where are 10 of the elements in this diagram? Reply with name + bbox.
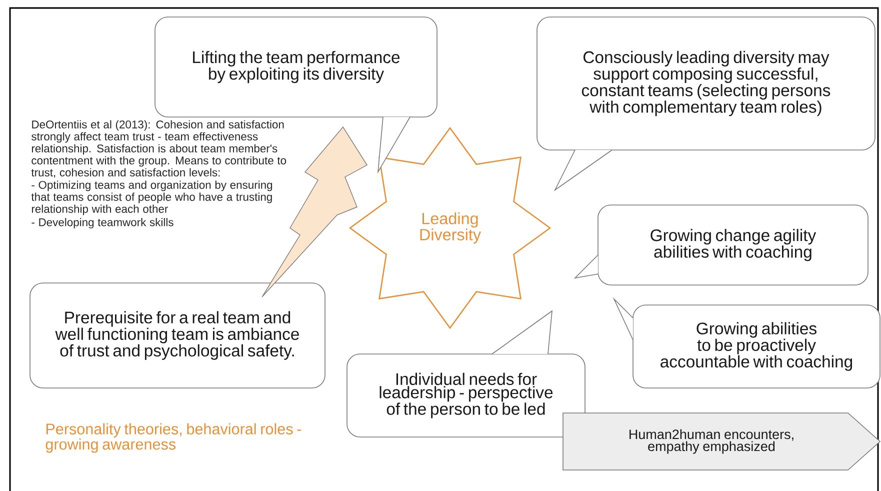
arrow-banner: Human2human encounters, empathy emphasized: [562, 412, 881, 470]
speech-bubble: Prerequisite for a real team and well functioning team is ambiance of trust and psychological safety.: [30, 282, 326, 388]
note-text: Personality theories, behavioral roles - growing awareness: [46, 423, 302, 453]
speech-bubble: Individual needs for leadership - perspective of the person to be led: [346, 310, 586, 438]
speech-bubble: Growing abilities to be proactively accountable with coaching: [612, 297, 880, 388]
speech-bubble: Growing change agility abilities with coaching: [574, 204, 868, 286]
speech-bubble: Consciously leading diversity may support composing successful, constant teams (selecting persons with complementary team roles): [536, 16, 876, 192]
bullet-item: - Optimizing teams and organization by ensuring that teams consist of people who have a trusting relationship with each other: [31, 180, 272, 216]
node-label: Growing abilities to be proactively accountable with coaching: [660, 322, 852, 371]
bullet-item: - Developing teamwork skills: [32, 218, 174, 228]
